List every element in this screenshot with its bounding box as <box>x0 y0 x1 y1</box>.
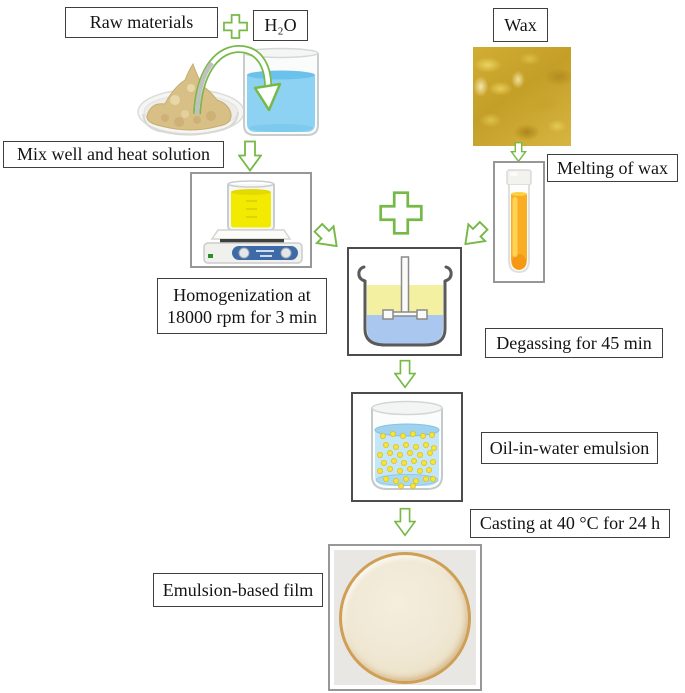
oil-droplets-icon <box>376 431 438 490</box>
plus-icon-center <box>379 191 423 235</box>
arrow-wax-down-icon <box>510 142 527 162</box>
mix-heat-label: Mix well and heat solution <box>3 141 224 168</box>
plus-icon <box>223 14 248 39</box>
homogenization-label: Homogenization at 18000 rpm for 3 min <box>157 278 327 334</box>
raw-material-powder-image <box>137 62 245 136</box>
melted-wax-tube-icon <box>506 169 532 274</box>
mixing-vessel-box <box>347 247 462 356</box>
pour-arrow-icon <box>193 45 282 115</box>
film-photo-box <box>328 544 482 691</box>
wax-label: Wax <box>493 8 548 42</box>
homogenization-line2: 18000 rpm for 3 min <box>167 307 317 327</box>
arrow-diagonal-left-icon <box>464 220 489 246</box>
film-photo-image <box>334 550 476 685</box>
raw-materials-label: Raw materials <box>65 7 218 38</box>
emulsion-beaker-icon <box>371 400 443 490</box>
wax-image <box>473 47 571 146</box>
casting-label: Casting at 40 °C for 24 h <box>470 509 670 538</box>
arrow-diagonal-right-icon <box>313 222 338 248</box>
melting-wax-label: Melting of wax <box>547 154 678 182</box>
degassing-label: Degassing for 45 min <box>485 328 663 358</box>
oil-in-water-label: Oil-in-water emulsion <box>481 432 658 464</box>
mixing-vessel-icon <box>356 255 453 346</box>
film-disc <box>339 551 471 684</box>
hotplate-image-box <box>190 172 312 268</box>
arrow-vessel-down-icon <box>394 359 416 389</box>
emulsion-beaker-box <box>351 392 463 502</box>
arrow-emulsion-down-icon <box>394 507 416 537</box>
arrow-down-icon <box>238 140 262 172</box>
emulsion-film-label: Emulsion-based film <box>153 573 323 607</box>
h2o-label: H₂O <box>253 10 308 41</box>
hotplate-stirrer-icon <box>203 180 303 264</box>
test-tube-box <box>493 161 545 283</box>
homogenization-line1: Homogenization at <box>173 284 311 305</box>
